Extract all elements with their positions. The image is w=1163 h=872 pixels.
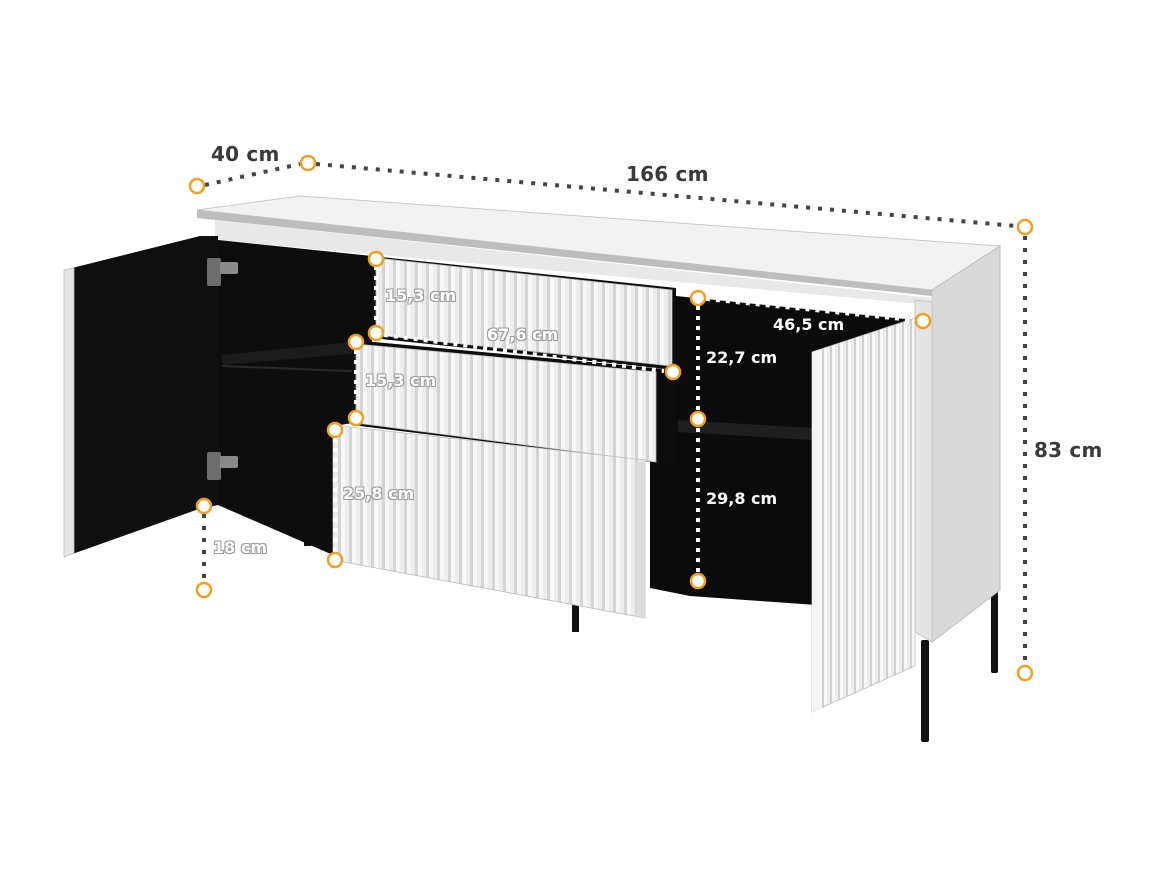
interior-depth-line (705, 297, 913, 322)
dimension-lines-inner (333, 266, 913, 572)
drawer-bottom (332, 424, 646, 619)
drawer-middle-height-label: 15,3 cm (365, 371, 437, 390)
marker-icon (664, 363, 682, 381)
drawer-middle (352, 340, 676, 465)
cabinet-top-front (197, 210, 932, 296)
right-door (811, 317, 916, 713)
marker-icon (689, 572, 707, 590)
marker-icon (689, 289, 707, 307)
marker-icon (347, 333, 365, 351)
dimension-lines-outer (202, 162, 1027, 664)
marker-icon (326, 421, 344, 439)
width-dimension-line (315, 162, 1017, 228)
dimension-markers (188, 154, 1034, 682)
depth-label: 40 cm (211, 142, 280, 166)
marker-icon (367, 324, 385, 342)
interior-depth-label: 46,5 cm (773, 315, 845, 334)
drawer-width-line (383, 333, 665, 373)
left-door (63, 236, 238, 558)
drawer-bottom-height-label: 25,8 cm (343, 484, 415, 503)
width-label: 166 cm (626, 162, 709, 186)
cabinet-right-stile (914, 299, 933, 643)
hinge-icon-bottom (207, 452, 221, 480)
marker-icon (1016, 664, 1034, 682)
drawer-top-height-label: 15,3 cm (385, 286, 457, 305)
marker-icon (367, 250, 385, 268)
marker-icon (689, 410, 707, 428)
marker-icon (195, 497, 213, 515)
upper-compartment-height-label: 22,7 cm (706, 348, 778, 367)
marker-icon (195, 581, 213, 599)
height-label: 83 cm (1034, 438, 1103, 462)
marker-icon (326, 551, 344, 569)
drawer-top (372, 256, 676, 370)
marker-icon (299, 154, 317, 172)
depth-dimension-line (204, 162, 301, 187)
marker-icon (1016, 218, 1034, 236)
marker-icon (914, 312, 932, 330)
marker-icon (347, 409, 365, 427)
right-compartment-shelf (678, 420, 812, 440)
left-compartment-shelf (222, 340, 372, 365)
drawer-width-label: 67,6 cm (487, 325, 559, 344)
leg-height-label: 18 cm (213, 538, 267, 557)
cabinet-front-rail (215, 220, 932, 305)
marker-icon (188, 177, 206, 195)
cabinet-right-side (931, 245, 1001, 644)
lower-compartment-height-label: 29,8 cm (706, 489, 778, 508)
hinge-icon-top (207, 258, 221, 286)
